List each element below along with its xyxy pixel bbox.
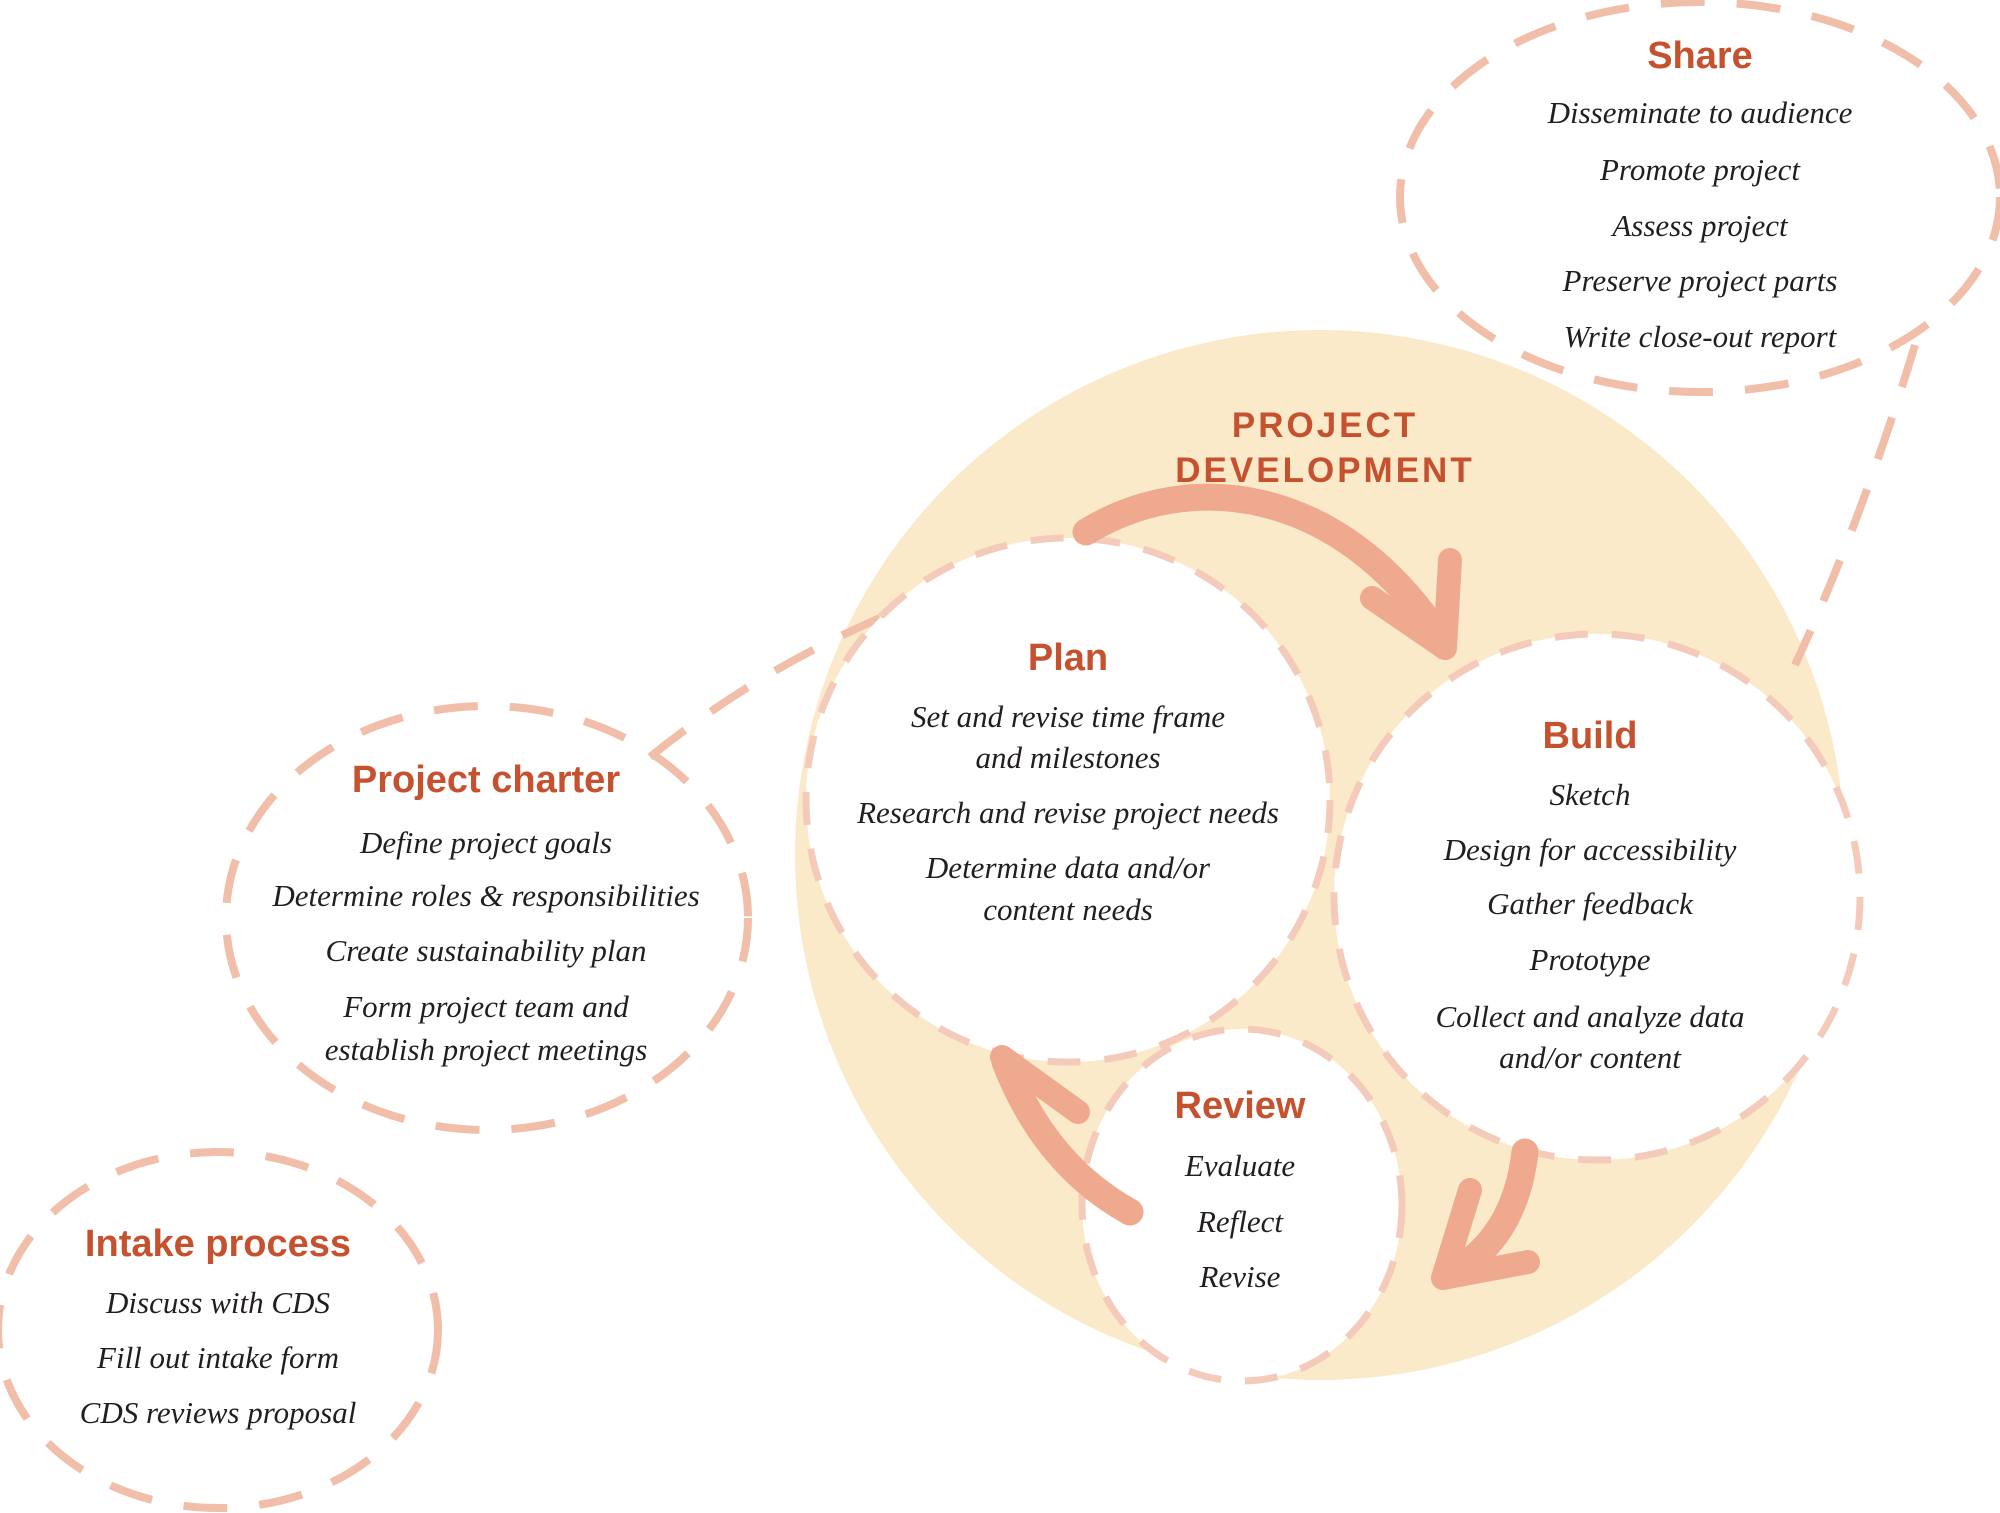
review-item: Reflect <box>1196 1204 1284 1239</box>
share-title: Share <box>1647 35 1753 77</box>
share-node: Share Disseminate to audience Promote pr… <box>1547 35 1853 354</box>
plan-title: Plan <box>1028 637 1108 679</box>
intake-process-title: Intake process <box>85 1223 351 1265</box>
intake-process-ellipse <box>0 1148 442 1512</box>
review-item: Evaluate <box>1184 1148 1295 1183</box>
intake-process-item: CDS reviews proposal <box>80 1395 357 1430</box>
intake-process-item: Fill out intake form <box>96 1340 339 1375</box>
review-circle <box>1078 1025 1406 1385</box>
plan-circle <box>802 534 1334 1066</box>
project-charter-node: Project charter Define project goals Det… <box>271 759 699 1067</box>
plan-item: Set and revise time frame <box>911 699 1225 734</box>
connector-project-charter-to-plan <box>647 614 882 761</box>
plan-item: and milestones <box>975 740 1160 775</box>
build-node: Build Sketch Design for accessibility Ga… <box>1435 715 1744 1075</box>
connector-share-to-build <box>1791 343 1919 667</box>
project-charter-item: Form project team and <box>342 989 629 1024</box>
plan-item: Determine data and/or <box>925 850 1211 885</box>
plan-item: Research and revise project needs <box>856 795 1279 830</box>
project-charter-title: Project charter <box>352 759 620 801</box>
project-charter-item: Define project goals <box>359 825 612 860</box>
arrow-plan-to-build <box>1072 483 1462 660</box>
share-item: Preserve project parts <box>1562 263 1838 298</box>
cycle-title: PROJECT DEVELOPMENT <box>1175 406 1474 490</box>
arrow-build-to-review <box>1431 1138 1540 1290</box>
build-title: Build <box>1543 715 1638 757</box>
cycle-title-line2: DEVELOPMENT <box>1175 451 1474 490</box>
build-item: and/or content <box>1499 1040 1682 1075</box>
share-ellipse <box>1396 0 2000 396</box>
plan-item: content needs <box>983 892 1153 927</box>
plan-node: Plan Set and revise time frame and miles… <box>856 637 1279 927</box>
review-node: Review Evaluate Reflect Revise <box>1175 1085 1306 1294</box>
build-item: Gather feedback <box>1487 886 1694 921</box>
review-item: Revise <box>1199 1259 1281 1294</box>
cycle-title-line1: PROJECT <box>1232 406 1418 445</box>
intake-process-item: Discuss with CDS <box>105 1285 330 1320</box>
project-charter-item: Create sustainability plan <box>326 933 647 968</box>
project-charter-item: establish project meetings <box>325 1032 648 1067</box>
arrow-review-to-plan <box>990 1045 1144 1226</box>
build-item: Sketch <box>1550 777 1631 812</box>
share-item: Promote project <box>1599 152 1801 187</box>
build-circle <box>1330 630 1864 1164</box>
build-item: Collect and analyze data <box>1435 999 1744 1034</box>
share-item: Disseminate to audience <box>1547 95 1853 130</box>
review-title: Review <box>1175 1085 1306 1127</box>
share-item: Write close-out report <box>1564 319 1838 354</box>
share-item: Assess project <box>1610 208 1789 243</box>
project-charter-ellipse <box>222 702 752 1134</box>
build-item: Prototype <box>1528 942 1650 977</box>
intake-process-node: Intake process Discuss with CDS Fill out… <box>80 1223 357 1430</box>
build-item: Design for accessibility <box>1443 832 1737 867</box>
project-charter-item: Determine roles & responsibilities <box>271 878 699 913</box>
